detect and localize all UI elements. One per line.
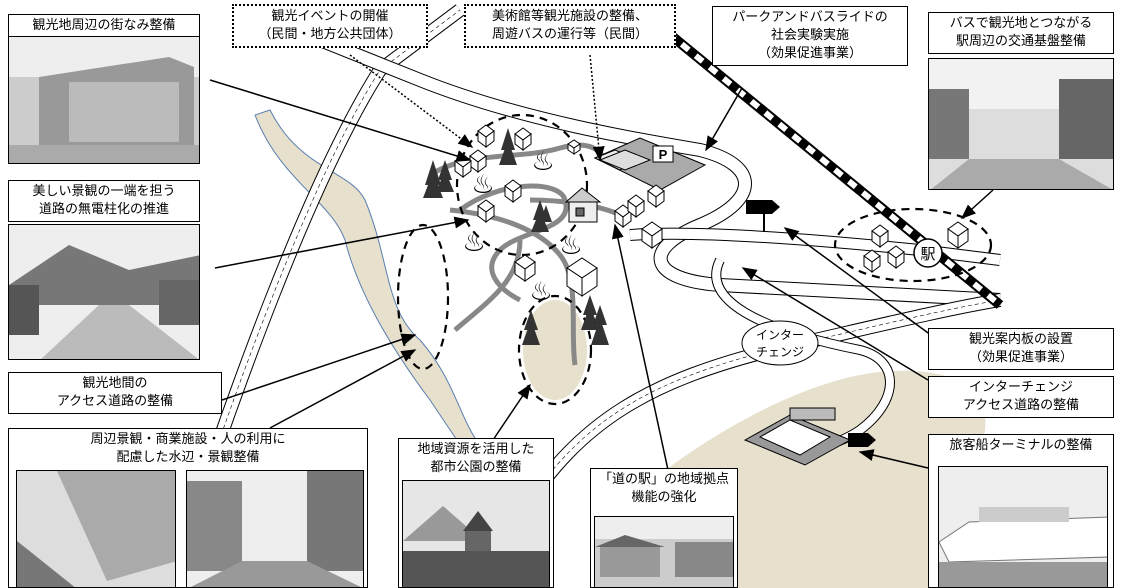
label-townscape-text: 観光地周辺の街なみ整備 — [32, 18, 176, 33]
photo-utility-pole — [8, 224, 200, 360]
onsen-icon: ♨ — [462, 228, 485, 258]
label-park-ride-line2: 社会実験実施 — [770, 28, 849, 43]
signboard-icon — [746, 200, 780, 232]
label-event-line2: （民間・地方公共団体） — [258, 27, 402, 42]
dotted-leaders — [349, 54, 605, 162]
buildings — [454, 124, 969, 297]
label-station-infra-line2: 駅周辺の交通基盤整備 — [955, 34, 1086, 49]
label-michinoeki-line1: 「道の駅」の地域拠点 — [598, 472, 729, 487]
label-utility-pole-line2: 道路の無電柱化の推進 — [38, 202, 169, 217]
label-utility-pole-line1: 美しい景観の一端を担う — [32, 184, 176, 199]
label-townscape: 観光地周辺の街なみ整備 — [8, 14, 200, 38]
label-signboard-line2: （効果促進事業） — [968, 350, 1073, 365]
trees — [423, 128, 609, 345]
station-marker — [913, 238, 943, 268]
onsen-icon: ♨ — [529, 277, 552, 307]
label-event: 観光イベントの開催 （民間・地方公共団体） — [232, 4, 428, 48]
label-signboard-line1: 観光案内板の設置 — [968, 332, 1073, 347]
label-station-infra-line1: バスで観光地とつながる — [949, 16, 1093, 31]
label-urban-park-line1: 地域資源を活用した — [417, 442, 535, 457]
onsen-icon: ♨ — [471, 170, 494, 200]
ferry-terminal-icon — [743, 407, 876, 466]
photo-castle-park — [402, 480, 550, 588]
label-signboard: 観光案内板の設置 （効果促進事業） — [928, 328, 1114, 370]
label-ferry-text: 旅客船ターミナルの整備 — [949, 438, 1093, 453]
onsen-symbols: ♨ ♨ ♨ ♨ ♨ — [462, 147, 582, 307]
photo-canal-city — [186, 470, 364, 588]
label-ic-road-line2: アクセス道路の整備 — [962, 398, 1080, 413]
photo-riverside-cherry — [16, 470, 176, 588]
label-station-infra: バスで観光地とつながる 駅周辺の交通基盤整備 — [928, 12, 1114, 54]
label-park-ride: パークアンドバスライドの 社会実験実施 （効果促進事業） — [712, 6, 908, 66]
photo-michinoeki — [594, 516, 734, 588]
label-access-road-line1: 観光地間の — [82, 376, 148, 391]
label-park-ride-line1: パークアンドバスライドの — [732, 10, 888, 25]
onsen-icon: ♨ — [559, 231, 582, 261]
label-urban-park-line2: 都市公園の整備 — [430, 460, 522, 475]
onsen-icon: ♨ — [531, 147, 554, 177]
label-utility-pole: 美しい景観の一端を担う 道路の無電柱化の推進 — [8, 180, 200, 222]
focus-areas — [396, 113, 993, 406]
label-museum-line2: 周遊バスの運行等（民間） — [491, 27, 648, 42]
label-museum-line1: 美術館等観光施設の整備、 — [491, 9, 648, 24]
label-ic-road: インターチェンジ アクセス道路の整備 — [928, 376, 1114, 418]
label-michinoeki-line2: 機能の強化 — [631, 490, 697, 505]
parking-sign: P — [659, 147, 668, 162]
station-label: 駅 — [920, 245, 935, 263]
interchange-label-2: チェンジ — [756, 345, 804, 359]
label-ic-road-line1: インターチェンジ — [968, 380, 1073, 395]
label-access-road: 観光地間の アクセス道路の整備 — [8, 372, 222, 414]
photo-townscape — [8, 36, 200, 164]
label-waterfront-line2: 配慮した水辺・景観整備 — [116, 450, 260, 465]
label-park-ride-line3: （効果促進事業） — [757, 46, 862, 61]
label-museum: 美術館等観光施設の整備、 周遊バスの運行等（民間） — [464, 4, 676, 48]
leader-lines — [209, 79, 994, 471]
photo-ferry — [938, 466, 1108, 588]
interchange-marker — [741, 320, 819, 366]
photo-station — [928, 58, 1114, 190]
interchange-label-1: インター — [756, 328, 804, 342]
label-access-road-line2: アクセス道路の整備 — [56, 394, 174, 409]
label-waterfront-line1: 周辺景観・商業施設・人の利用に — [90, 432, 286, 447]
label-event-line1: 観光イベントの開催 — [271, 9, 389, 24]
